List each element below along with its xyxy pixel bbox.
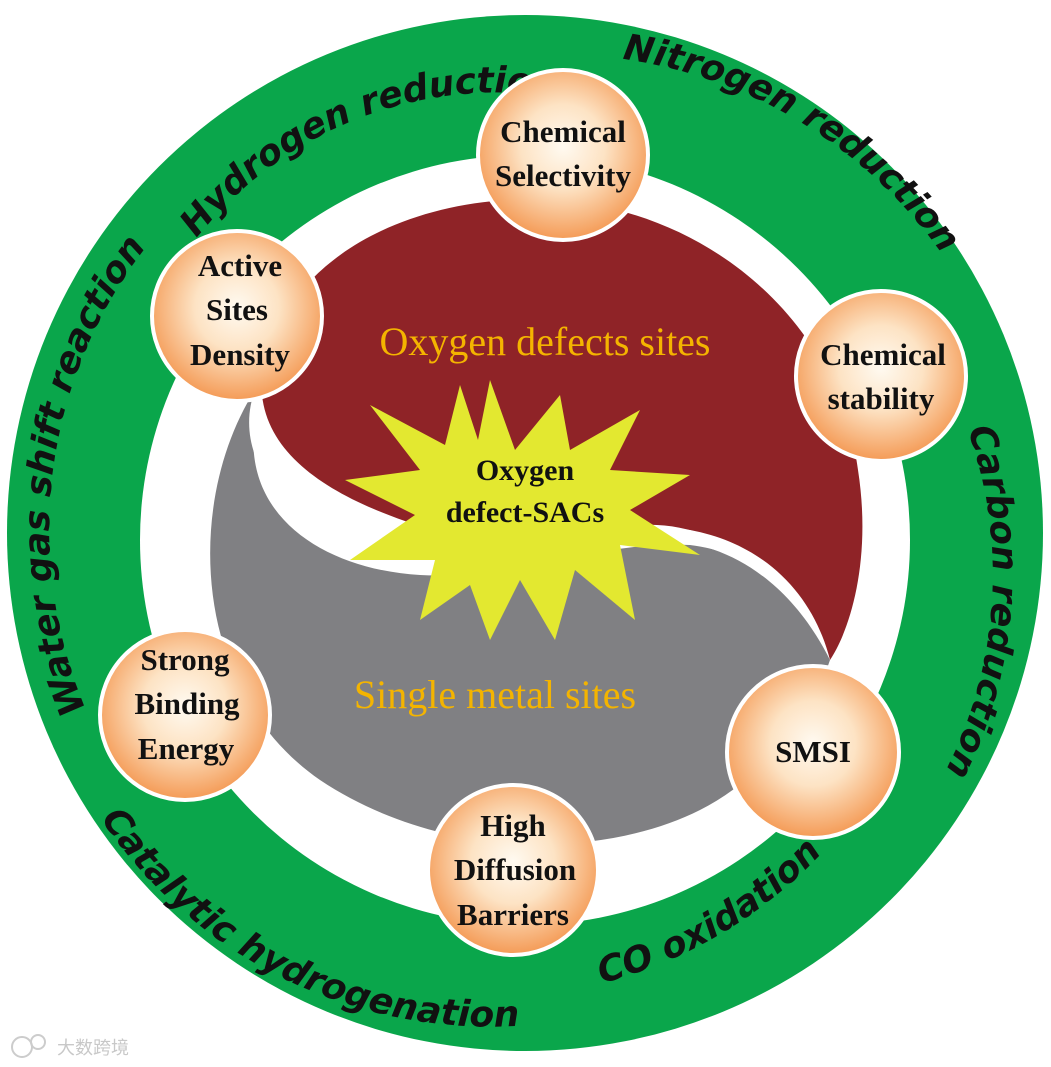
bubble-smsi: SMSI <box>725 664 901 840</box>
watermark-logo-icon <box>11 1036 33 1058</box>
bubble-circle <box>98 628 272 802</box>
bubble-circle <box>150 229 324 403</box>
bubble-line: Density <box>190 337 290 372</box>
bubble-line: Chemical <box>500 114 626 149</box>
bubble-line: Sites <box>206 292 268 327</box>
bubble-line: Barriers <box>457 897 569 932</box>
bubble-line: Diffusion <box>454 852 576 887</box>
center-star <box>345 380 700 640</box>
bubble-active-sites-density: Active Sites Density <box>150 229 324 403</box>
metal-region-label: Single metal sites <box>354 672 636 717</box>
bubble-line: SMSI <box>775 734 851 769</box>
bubble-line: stability <box>828 381 935 416</box>
bubble-high-diffusion-barriers: High Diffusion Barriers <box>426 783 600 957</box>
bubble-circle <box>476 68 650 242</box>
bubble-chemical-selectivity: Chemical Selectivity <box>476 68 650 242</box>
star-title-line-1: Oxygen <box>476 454 575 487</box>
bubble-circle <box>794 289 968 463</box>
bubble-line: Selectivity <box>495 158 632 193</box>
bubble-chemical-stability: Chemical stability <box>794 289 968 463</box>
oxygen-region-label: Oxygen defects sites <box>379 319 710 364</box>
metal-sites-region <box>210 390 831 845</box>
bubble-line: Strong <box>140 642 230 677</box>
bubble-strong-binding-energy: Strong Binding Energy <box>98 628 272 802</box>
bubble-line: Energy <box>138 731 235 766</box>
watermark-logo-icon <box>30 1034 46 1050</box>
bubble-circle <box>725 664 901 840</box>
watermark-text: 大数跨境 <box>57 1038 129 1059</box>
bubble-line: Active <box>198 248 282 283</box>
bubble-line: Binding <box>134 686 240 721</box>
bubble-line: Chemical <box>820 337 946 372</box>
bubble-circle <box>426 783 600 957</box>
star-title-line-2: defect-SACs <box>446 496 604 529</box>
watermark: 大数跨境 <box>11 1034 129 1059</box>
bubble-line: High <box>480 808 545 843</box>
